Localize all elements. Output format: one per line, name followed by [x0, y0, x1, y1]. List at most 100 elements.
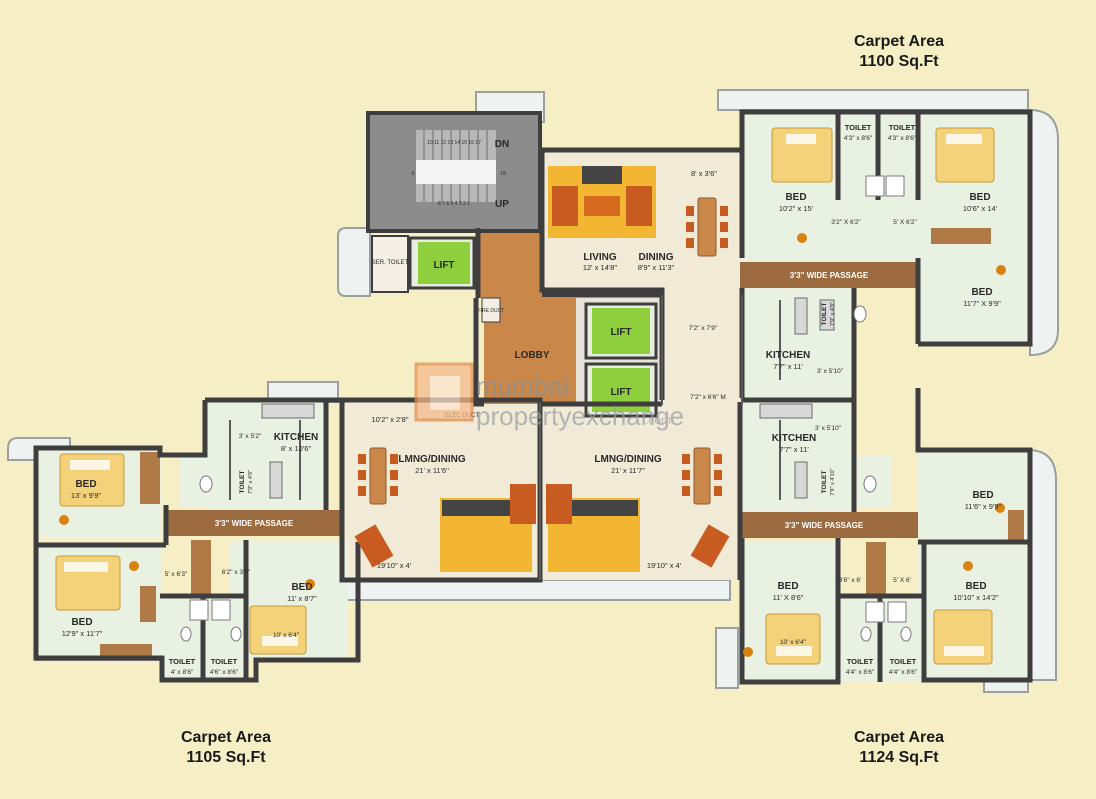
left-dim-3x52: 3' x 5'2"	[239, 433, 262, 440]
toilet-fixtures	[180, 175, 912, 642]
plants	[59, 233, 1006, 657]
left-dim-10x64: 10' x 6'4"	[273, 632, 300, 639]
top-kitchen-dim: 7'7" x 11'	[773, 362, 803, 371]
left-bed1-dim: 13' x 9'9"	[71, 491, 101, 500]
living-name: LIVING	[583, 252, 617, 263]
lift-3-label: LIFT	[610, 387, 631, 398]
left-toilet-dim: 7'9" x 4'9"	[248, 470, 254, 494]
lobby-label: LOBBY	[515, 350, 550, 361]
dim-8x36: 8' x 3'6"	[691, 169, 717, 178]
right-dim-10x64: 10' x 6'4"	[780, 639, 807, 646]
partitions	[229, 295, 781, 580]
carpet-bottom-left-value: 1105 Sq.Ft	[186, 749, 266, 766]
top-toilet2-name: TOILET	[889, 123, 916, 132]
top-bed1-name: BED	[785, 192, 806, 203]
top-passage: 3'3" WIDE PASSAGE	[790, 271, 869, 280]
top-bed2-name: BED	[969, 192, 990, 203]
stair-up-label: UP	[495, 199, 509, 210]
stair-dn-label: DN	[495, 139, 509, 150]
right-toilet1-dim: 4'4" x 8'6"	[846, 669, 875, 676]
right-bed2-dim: 11' X 8'6"	[773, 593, 804, 602]
left-dim-5x63: 5' x 6'3"	[165, 571, 188, 578]
right-toilet2-name: TOILET	[890, 657, 917, 666]
left-bed2-name: BED	[71, 617, 92, 628]
carpet-bottom-left-label: Carpet Area	[181, 729, 271, 746]
staircase	[366, 111, 542, 233]
left-balcony-dim: 19'10" x 4'	[377, 561, 412, 570]
pillows	[64, 134, 984, 656]
dining-tables	[369, 197, 717, 505]
right-balcony-dim: 19'10" x 4'	[647, 561, 682, 570]
left-bed1-name: BED	[75, 479, 96, 490]
carpet-bottom-right-label: Carpet Area	[854, 729, 944, 746]
top-dim-72x79: 7'2" x 7'9"	[689, 325, 718, 332]
watermark-suffix: .com	[645, 413, 671, 427]
top-toilet1-name: TOILET	[845, 123, 872, 132]
watermark: mumbai propertyexchange .com	[414, 362, 684, 431]
right-lmng-dim: 21' x 11'7"	[611, 466, 645, 475]
carpet-top-right-value: 1100 Sq.Ft	[859, 53, 939, 70]
top-toilet2-dim: 4'3" x 8'6"	[888, 135, 917, 142]
dining-dim: 8'9" x 11'3"	[638, 263, 675, 272]
left-toilet-name: TOILET	[239, 470, 246, 493]
top-toilet3-name: TOILET	[821, 302, 828, 325]
stair-landing-right: 18	[500, 171, 506, 177]
left-toilet1-name: TOILET	[169, 657, 196, 666]
right-bed2-name: BED	[777, 581, 798, 592]
lift-2-label: LIFT	[610, 327, 631, 338]
right-kitchen-dim: 7'7" x 11'	[779, 445, 809, 454]
top-dim-5x62: 5' X 6'2"	[893, 219, 917, 226]
dining-name: DINING	[639, 252, 674, 263]
top-bed3-name: BED	[971, 287, 992, 298]
right-passage: 3'3" WIDE PASSAGE	[785, 521, 864, 530]
ser-toilet-label: SER. TOILET	[372, 260, 409, 266]
right-bed3-dim: 10'10" x 14'2"	[953, 593, 999, 602]
left-passage: 3'3" WIDE PASSAGE	[215, 519, 294, 528]
top-bed2-dim: 10'6" x 14'	[963, 204, 998, 213]
left-lmng-dim: 21' x 11'6"	[415, 466, 449, 475]
left-bed3-dim: 11' x 8'7"	[287, 594, 317, 603]
carpet-bottom-right-value: 1124 Sq.Ft	[859, 749, 939, 766]
right-toilet-dim: 7'9" x 4'10"	[830, 468, 836, 495]
fire-duct-label: FIRE DUCT	[478, 308, 505, 314]
left-toilet2-name: TOILET	[211, 657, 238, 666]
left-kitchen-name: KITCHEN	[274, 432, 318, 443]
watermark-line2: propertyexchange	[476, 401, 684, 431]
right-kitchen-name: KITCHEN	[772, 433, 816, 444]
lifts	[371, 235, 658, 418]
right-lmng-name: LMNG/DINING	[594, 454, 661, 465]
right-bed1-dim: 11'6" x 9'9"	[965, 502, 1002, 511]
left-kitchen-dim: 8' x 10'6"	[281, 444, 311, 453]
right-dim-5x6: 5' X 6'	[893, 577, 911, 584]
stair-steps-bottom: 8 7 6 5 4 3 2 1	[438, 201, 470, 207]
living-dim: 12' x 14'8"	[583, 263, 618, 272]
stair-steps-top: 10 11 12 13 14 15 16 17	[427, 140, 481, 146]
right-dim-3x510: 3' x 5'10"	[815, 425, 842, 432]
top-toilet1-dim: 4'3" x 8'6"	[844, 135, 873, 142]
top-dim-32x62: 3'2" X 6'2"	[831, 219, 861, 226]
left-dim-62x38: 6'2" x 3'8"	[222, 569, 251, 576]
kitchen-counters	[261, 297, 835, 499]
left-bed2-dim: 12'9" x 11'7"	[62, 629, 103, 638]
right-bed1-name: BED	[972, 490, 993, 501]
carpet-top-right-label: Carpet Area	[854, 33, 944, 50]
right-dim-72x66: 7'2" x 6'6" M	[690, 394, 726, 401]
lift-1-label: LIFT	[433, 260, 454, 271]
left-toilet1-dim: 4' x 8'6"	[171, 669, 194, 676]
stair-landing-left: 9	[412, 171, 415, 177]
watermark-line1: mumbai	[476, 371, 568, 401]
dining-chairs	[358, 206, 728, 496]
carpet-area-titles: Carpet Area 1100 Sq.Ft Carpet Area 1105 …	[181, 33, 944, 766]
left-bed3-name: BED	[291, 582, 312, 593]
right-toilet1-name: TOILET	[847, 657, 874, 666]
right-dim-36x6: 3'6" x 6'	[839, 577, 862, 584]
passages	[100, 228, 1024, 656]
left-dim-102x28: 10'2" x 2'8"	[372, 415, 409, 424]
top-dim-3x510: 3' x 5'10"	[817, 368, 844, 375]
right-bed3-name: BED	[965, 581, 986, 592]
top-bed3-dim: 11'7" X 9'9"	[963, 299, 1001, 308]
right-toilet2-dim: 4'4" x 8'6"	[889, 669, 918, 676]
left-lmng-name: LMNG/DINING	[398, 454, 465, 465]
living-furniture	[354, 166, 730, 572]
